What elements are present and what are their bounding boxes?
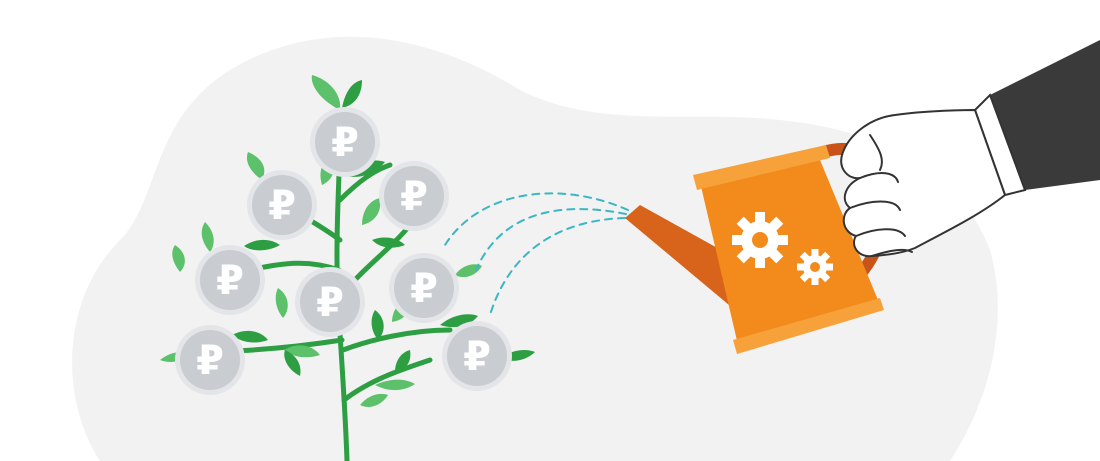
leaf-icon	[360, 393, 388, 407]
leaf-icon	[362, 198, 381, 225]
sleeve	[990, 40, 1100, 190]
leaf-icon	[371, 310, 384, 340]
water-stream	[444, 192, 629, 316]
leaf-icon	[372, 237, 405, 248]
leaf-icon	[201, 222, 214, 252]
ruble-coin-icon: ₽	[379, 161, 449, 231]
ruble-coin-icon: ₽	[247, 170, 317, 240]
leaf-icon	[232, 330, 268, 343]
coin-symbol: ₽	[216, 258, 244, 304]
coin-symbol: ₽	[196, 338, 224, 384]
leaf-icon	[342, 80, 362, 108]
gear-icon	[797, 249, 833, 285]
leaf-icon	[246, 152, 265, 180]
leaf-icon	[244, 239, 280, 251]
leaf-icon	[440, 314, 478, 328]
coin-symbol: ₽	[400, 174, 428, 220]
can-body	[700, 160, 878, 345]
hand-with-sleeve	[840, 40, 1100, 258]
leaf-icon	[284, 345, 320, 358]
leaf-icon	[395, 350, 411, 372]
can-bottom-rim	[733, 298, 884, 354]
coin-symbol: ₽	[463, 334, 491, 380]
leaf-icon	[284, 350, 301, 376]
ruble-coin-icon: ₽	[175, 325, 245, 395]
ruble-coin-icon: ₽	[389, 253, 459, 323]
can-top-rim	[693, 145, 830, 190]
ruble-coin-icon: ₽	[195, 245, 265, 315]
coin-symbol: ₽	[268, 183, 296, 229]
gear-icon	[732, 212, 788, 268]
ruble-coin-icon: ₽	[310, 107, 380, 177]
can-spout	[625, 205, 735, 310]
ruble-coin-icon: ₽	[442, 321, 512, 391]
coin-symbol: ₽	[331, 120, 359, 166]
leaf-icon	[455, 264, 482, 278]
leaf-icon	[172, 245, 185, 272]
leaf-icon	[375, 379, 415, 391]
coin-symbol: ₽	[316, 280, 344, 326]
leaf-icon	[311, 75, 341, 110]
ruble-coin-icon: ₽	[295, 267, 365, 337]
coin-symbol: ₽	[410, 266, 438, 312]
leaf-icon	[275, 288, 288, 318]
ruble-coins: ₽ ₽ ₽ ₽ ₽ ₽ ₽ ₽	[175, 107, 512, 395]
